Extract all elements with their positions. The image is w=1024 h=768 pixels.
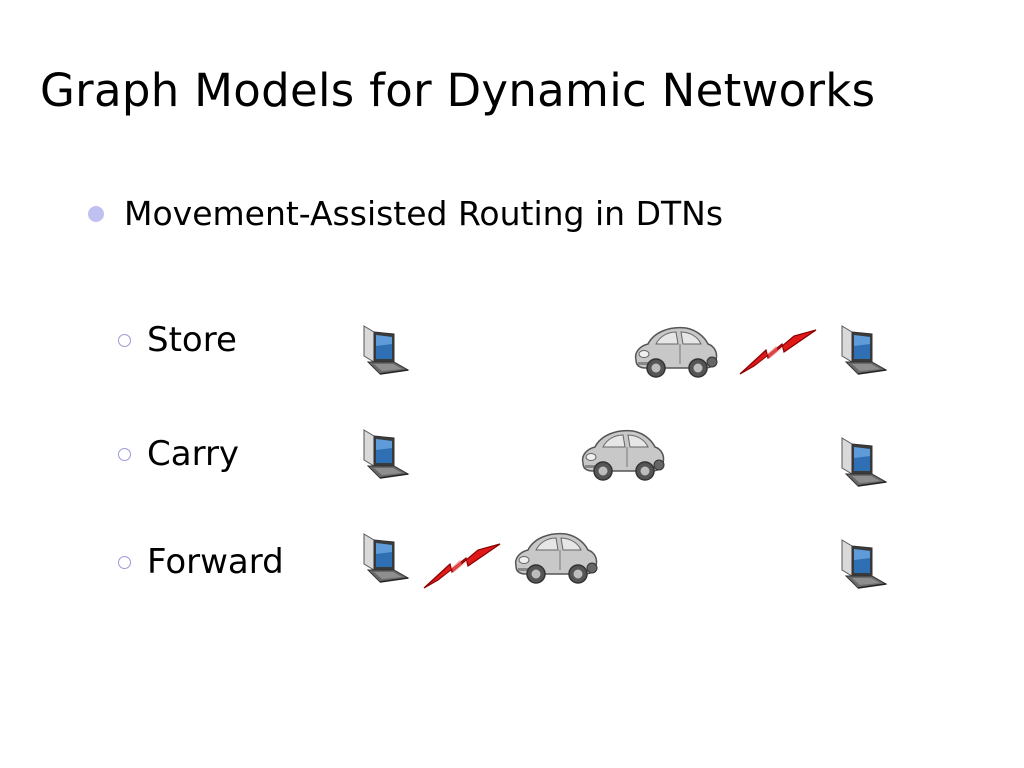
main-bullet: Movement-Assisted Routing in DTNs	[88, 194, 723, 233]
sub-item-carry: Carry	[118, 434, 239, 474]
lightning-signal-icon	[738, 328, 818, 378]
laptop-icon	[360, 532, 410, 584]
sub-item-label: Carry	[147, 434, 240, 474]
bullet-dot-icon	[88, 205, 104, 222]
laptop-icon	[838, 538, 888, 590]
sub-item-label: Store	[147, 320, 237, 360]
laptop-icon	[838, 436, 888, 488]
circle-bullet-icon	[118, 333, 131, 347]
circle-bullet-icon	[118, 555, 131, 569]
car-icon	[630, 322, 720, 378]
sub-item-label: Forward	[147, 542, 284, 582]
laptop-icon	[360, 428, 410, 480]
laptop-icon	[360, 324, 410, 376]
car-icon	[510, 528, 600, 584]
circle-bullet-icon	[118, 447, 131, 461]
sub-item-forward: Forward	[118, 542, 284, 582]
slide-title: Graph Models for Dynamic Networks	[40, 64, 876, 117]
car-icon	[577, 425, 667, 481]
lightning-signal-icon	[422, 542, 502, 592]
sub-item-store: Store	[118, 320, 237, 360]
laptop-icon	[838, 324, 888, 376]
main-bullet-text: Movement-Assisted Routing in DTNs	[124, 194, 724, 233]
